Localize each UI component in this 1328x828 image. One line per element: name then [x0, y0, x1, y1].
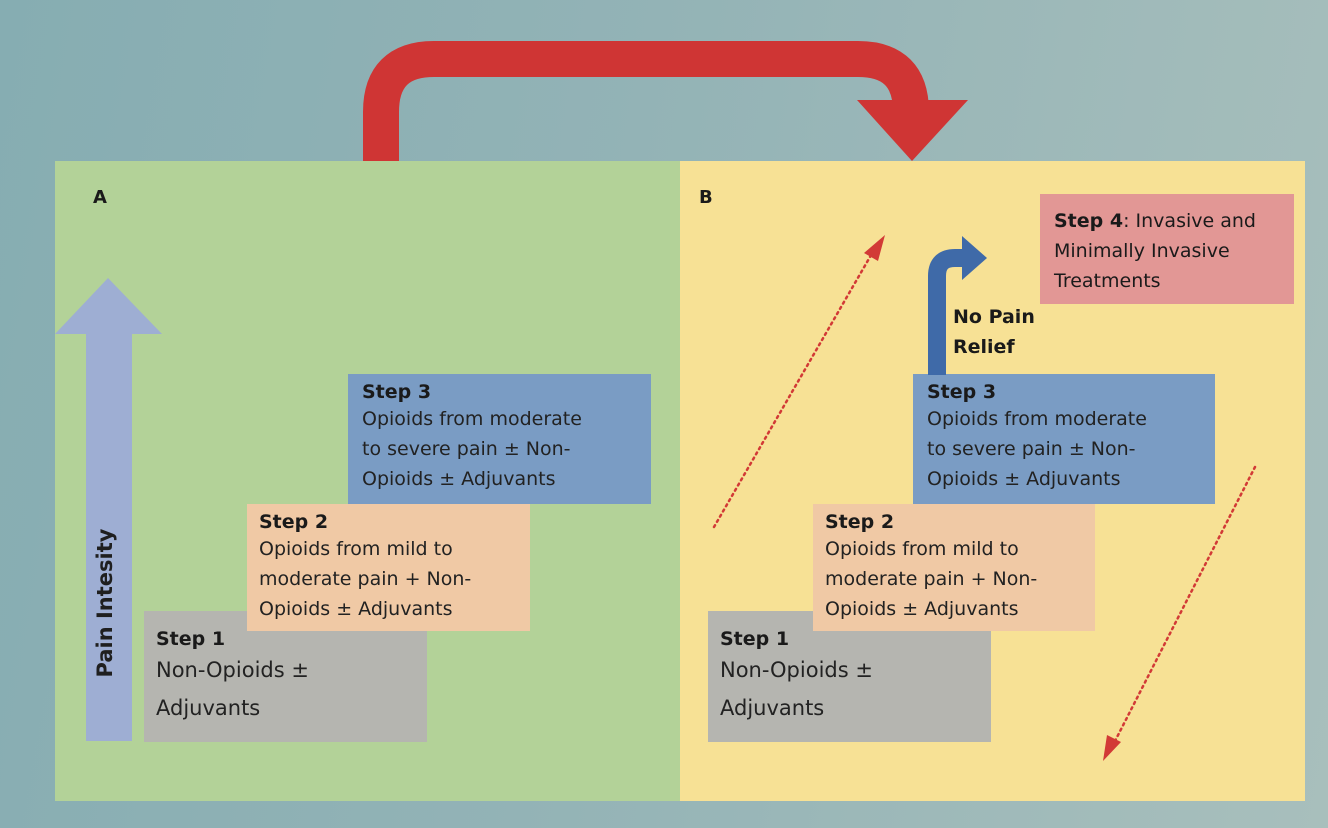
- panel-a-step2-box: Step 2 Opioids from mild to moderate pai…: [247, 504, 530, 631]
- panel-a-step1-box: Step 1 Non-Opioids ± Adjuvants: [144, 611, 427, 742]
- panel-b-step1-box: Step 1 Non-Opioids ± Adjuvants: [708, 611, 991, 742]
- no-pain-relief-label: No Pain Relief: [953, 302, 1063, 362]
- panel-b-step1-desc-line2: Adjuvants: [720, 696, 825, 720]
- panel-a-step3-desc-line2: to severe pain ± Non-: [362, 438, 571, 460]
- panel-b-step3-title: Step 3: [927, 381, 997, 403]
- panel-b-step3-desc-line2: to severe pain ± Non-: [927, 438, 1136, 460]
- panel-a-step1-desc-line2: Adjuvants: [156, 696, 261, 720]
- panel-b-step1-desc-line1: Non-Opioids ±: [720, 658, 873, 682]
- panel-b-step4-line3: Treatments: [1054, 270, 1161, 292]
- panel-b-step3-desc-line1: Opioids from moderate: [927, 408, 1147, 430]
- panel-a-step1-desc-line1: Non-Opioids ±: [156, 658, 309, 682]
- panel-a-step3-desc-line3: Opioids ± Adjuvants: [362, 468, 556, 490]
- panel-a-step2-title: Step 2: [259, 511, 329, 533]
- panel-a-step2-desc-line1: Opioids from mild to: [259, 538, 453, 560]
- pain-intensity-axis-label: Pain Intesity: [93, 528, 117, 678]
- panel-b-step1-title: Step 1: [720, 628, 790, 650]
- panel-b-step2-desc-line2: moderate pain + Non-: [825, 568, 1038, 590]
- panel-a: A Step 1 Non-Opioids ± Adjuvants Step 2 …: [55, 161, 680, 801]
- panel-b-step2-box: Step 2 Opioids from mild to moderate pai…: [813, 504, 1095, 631]
- panel-a-step2-desc-line3: Opioids ± Adjuvants: [259, 598, 453, 620]
- panel-a-step1-title: Step 1: [156, 628, 226, 650]
- panel-b-label: B: [699, 187, 713, 208]
- panel-a-step3-title: Step 3: [362, 381, 432, 403]
- panel-b-step3-box: Step 3 Opioids from moderate to severe p…: [913, 374, 1215, 504]
- panel-a-step3-box: Step 3 Opioids from moderate to severe p…: [348, 374, 651, 504]
- panel-b-step2-desc-line1: Opioids from mild to: [825, 538, 1019, 560]
- panel-b: B Step 4: Invasive and Minimally Invasiv…: [680, 161, 1305, 801]
- panel-b-step4-line2: Minimally Invasive: [1054, 240, 1230, 262]
- transition-arrow-icon: [363, 41, 968, 161]
- panel-a-step2-desc-line2: moderate pain + Non-: [259, 568, 472, 590]
- panel-a-step3-desc-line1: Opioids from moderate: [362, 408, 582, 430]
- panel-b-step3-desc-line3: Opioids ± Adjuvants: [927, 468, 1121, 490]
- panel-b-step4-line1: Step 4: Invasive and: [1054, 206, 1284, 236]
- panel-b-step2-title: Step 2: [825, 511, 895, 533]
- panel-b-step2-desc-line3: Opioids ± Adjuvants: [825, 598, 1019, 620]
- no-pain-relief-line2: Relief: [953, 336, 1015, 358]
- panel-a-label: A: [93, 187, 107, 208]
- panel-b-step4-title: Step 4: [1054, 210, 1124, 232]
- panel-b-step4-line1-rest: : Invasive and: [1123, 210, 1256, 232]
- no-pain-relief-line1: No Pain: [953, 306, 1035, 328]
- panel-b-step4-box: Step 4: Invasive and Minimally Invasive …: [1040, 194, 1294, 304]
